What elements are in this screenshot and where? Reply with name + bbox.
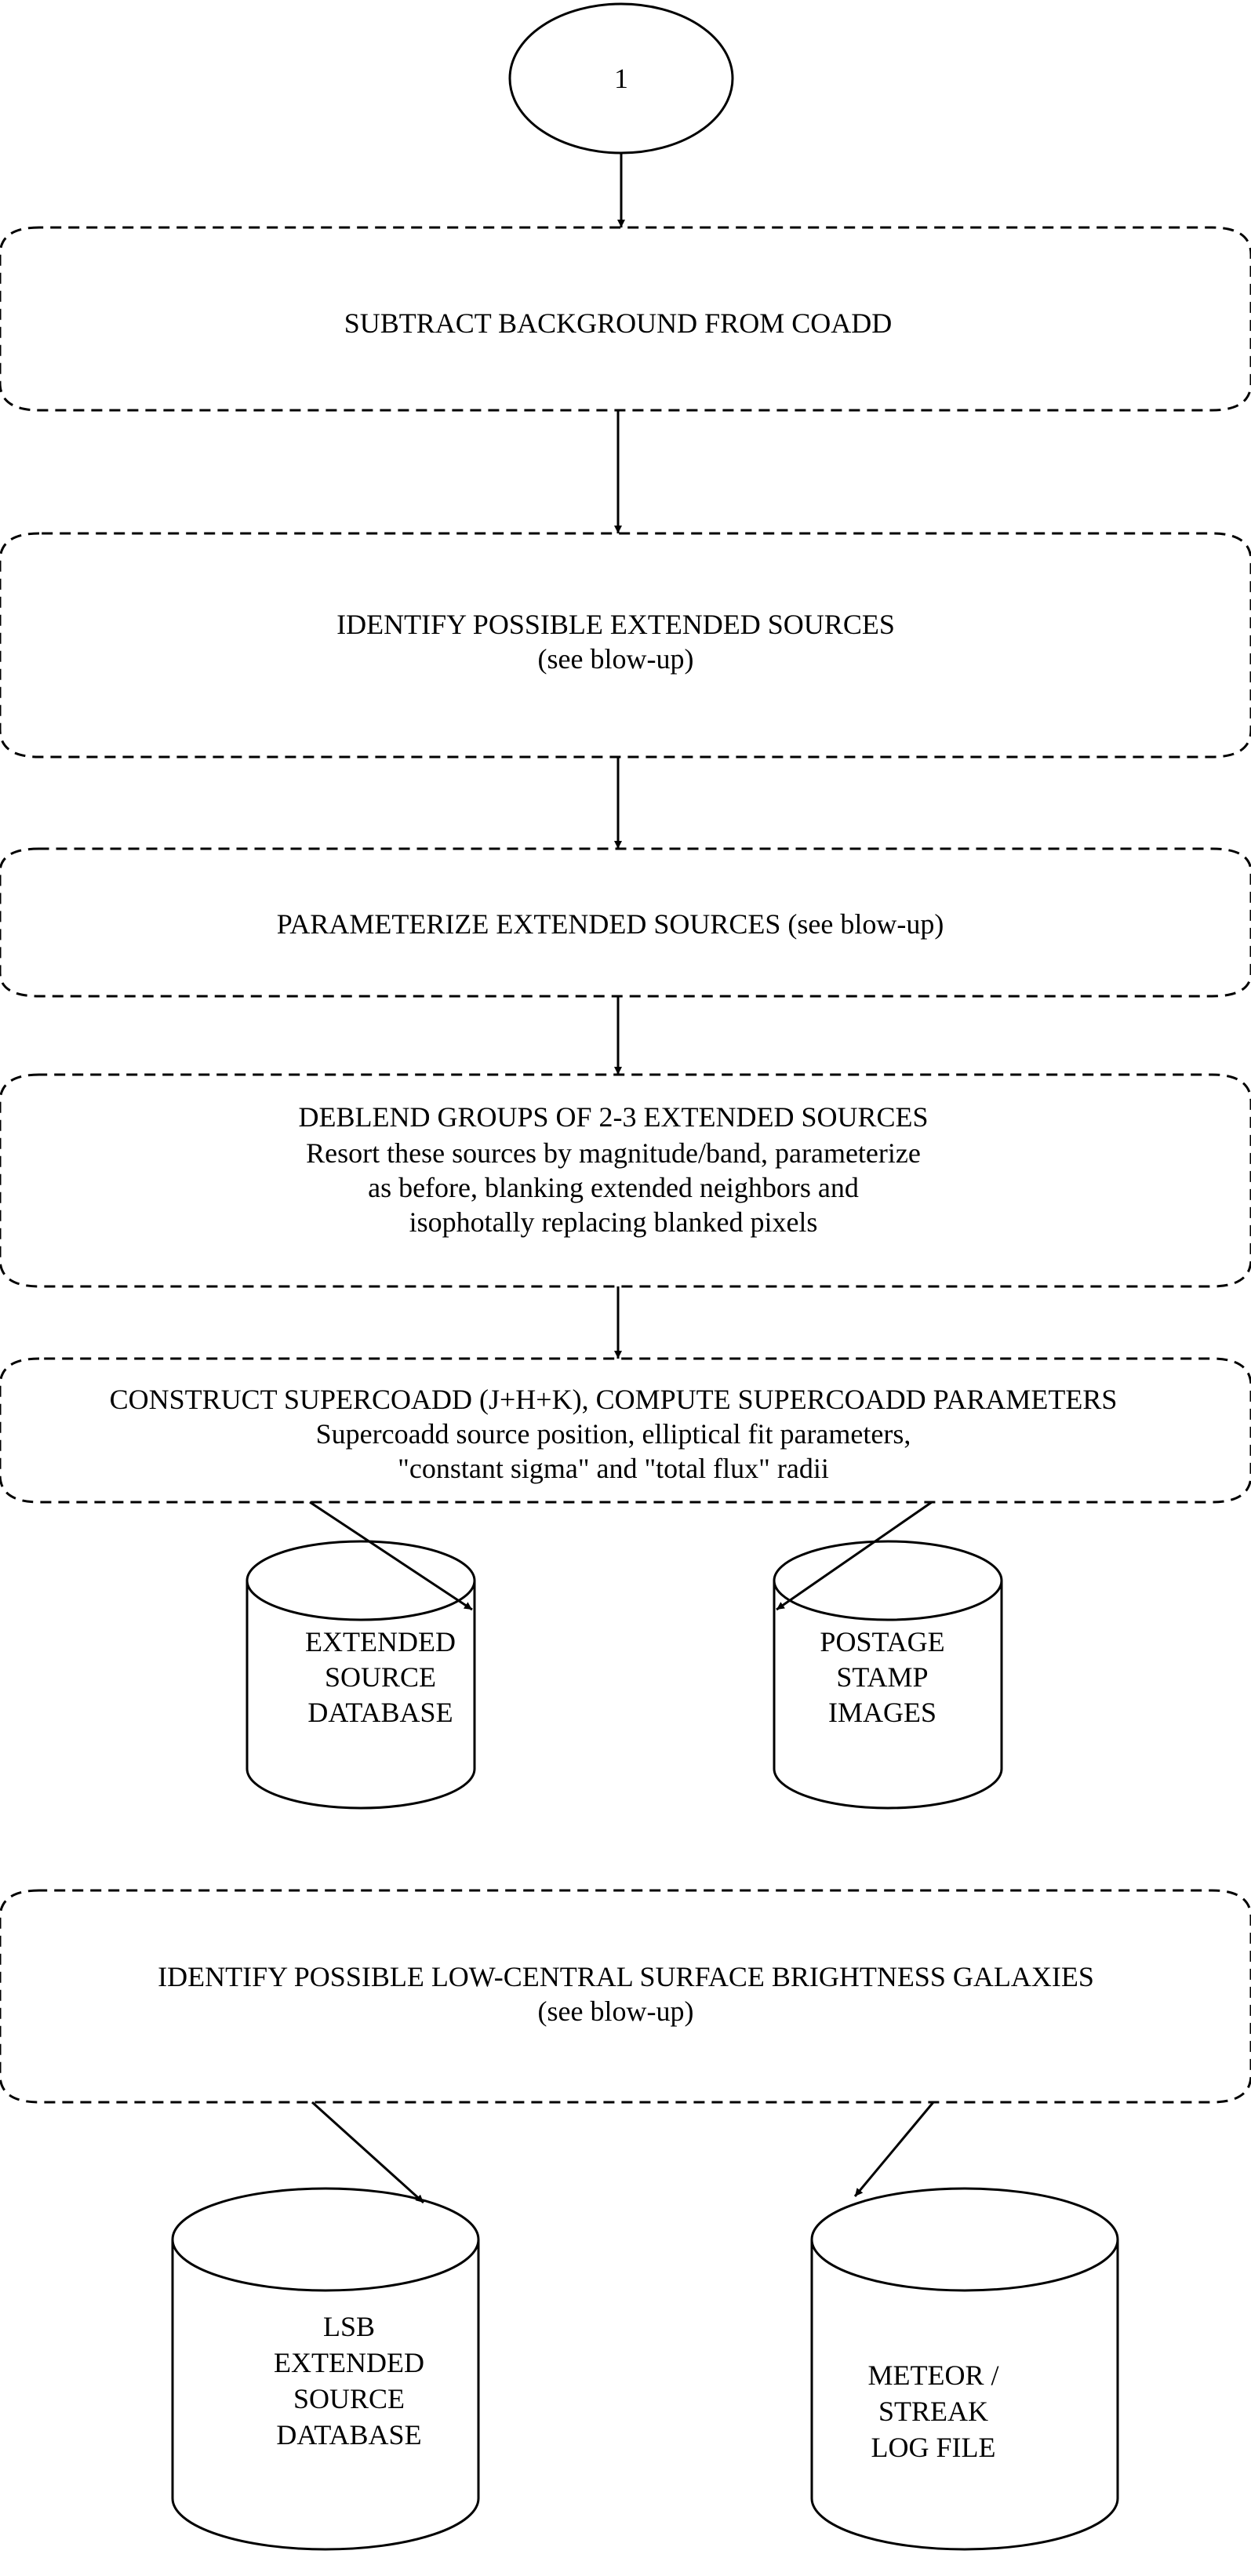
postage-stamp-images-cylinder: POSTAGE STAMP IMAGES [773,1540,1003,1810]
subtract-background-box: SUBTRACT BACKGROUND FROM COADD [0,226,1251,412]
deblend-groups-line-2: Resort these sources by magnitude/band, … [306,1137,921,1169]
construct-supercoadd-line-2: Supercoadd source position, elliptical f… [316,1418,911,1450]
deblend-groups-line-3: as before, blanking extended neighbors a… [368,1172,859,1203]
identify-lsb-galaxies-title: IDENTIFY POSSIBLE LOW-CENTRAL SURFACE BR… [158,1961,1094,1992]
extended-source-database-line-3: DATABASE [307,1697,453,1728]
postage-stamp-images-line-2: STAMP [836,1661,928,1693]
arrow-lsb-to-meteor-log [853,2101,935,2197]
lsb-database-line-4: DATABASE [276,2419,421,2450]
start-node-label: 1 [614,63,628,94]
postage-stamp-images-line-1: POSTAGE [820,1626,944,1657]
deblend-groups-box: DEBLEND GROUPS OF 2-3 EXTENDED SOURCES R… [0,1073,1251,1288]
deblend-groups-line-4: isophotally replacing blanked pixels [409,1206,818,1238]
lsb-extended-source-database-cylinder: LSB EXTENDED SOURCE DATABASE [171,2187,480,2551]
extended-source-database-line-2: SOURCE [325,1661,436,1693]
arrow-supercoadd-to-extended-db [309,1501,473,1611]
lsb-database-line-3: SOURCE [293,2383,405,2414]
subtract-background-text: SUBTRACT BACKGROUND FROM COADD [344,307,892,339]
construct-supercoadd-box: CONSTRUCT SUPERCOADD (J+H+K), COMPUTE SU… [0,1357,1251,1504]
extended-source-database-cylinder: EXTENDED SOURCE DATABASE [245,1540,476,1810]
lsb-database-line-1: LSB [323,2311,375,2342]
identify-lsb-galaxies-box: IDENTIFY POSSIBLE LOW-CENTRAL SURFACE BR… [0,1889,1251,2104]
meteor-streak-log-cylinder: METEOR / STREAK LOG FILE [810,2187,1119,2551]
lsb-database-line-2: EXTENDED [274,2347,424,2378]
identify-extended-sources-note: (see blow-up) [538,643,694,675]
parameterize-extended-sources-box: PARAMETERIZE EXTENDED SOURCES (see blow-… [0,847,1251,998]
arrow-lsb-to-lsb-db [311,2101,425,2204]
arrow-supercoadd-to-postage-stamps [776,1501,933,1611]
start-node: 1 [508,2,734,155]
parameterize-extended-sources-text: PARAMETERIZE EXTENDED SOURCES (see blow-… [277,908,944,940]
extended-source-database-line-1: EXTENDED [305,1626,456,1657]
deblend-groups-title: DEBLEND GROUPS OF 2-3 EXTENDED SOURCES [298,1101,928,1133]
construct-supercoadd-line-3: "constant sigma" and "total flux" radii [398,1453,829,1484]
identify-extended-sources-box: IDENTIFY POSSIBLE EXTENDED SOURCES (see … [0,532,1251,759]
meteor-streak-log-line-2: STREAK [878,2396,988,2427]
meteor-streak-log-line-1: METEOR / [868,2360,999,2391]
identify-extended-sources-title: IDENTIFY POSSIBLE EXTENDED SOURCES [336,609,895,640]
identify-lsb-galaxies-note: (see blow-up) [538,1996,694,2027]
construct-supercoadd-title: CONSTRUCT SUPERCOADD (J+H+K), COMPUTE SU… [110,1384,1118,1415]
meteor-streak-log-line-3: LOG FILE [871,2432,996,2463]
postage-stamp-images-line-3: IMAGES [828,1697,936,1728]
